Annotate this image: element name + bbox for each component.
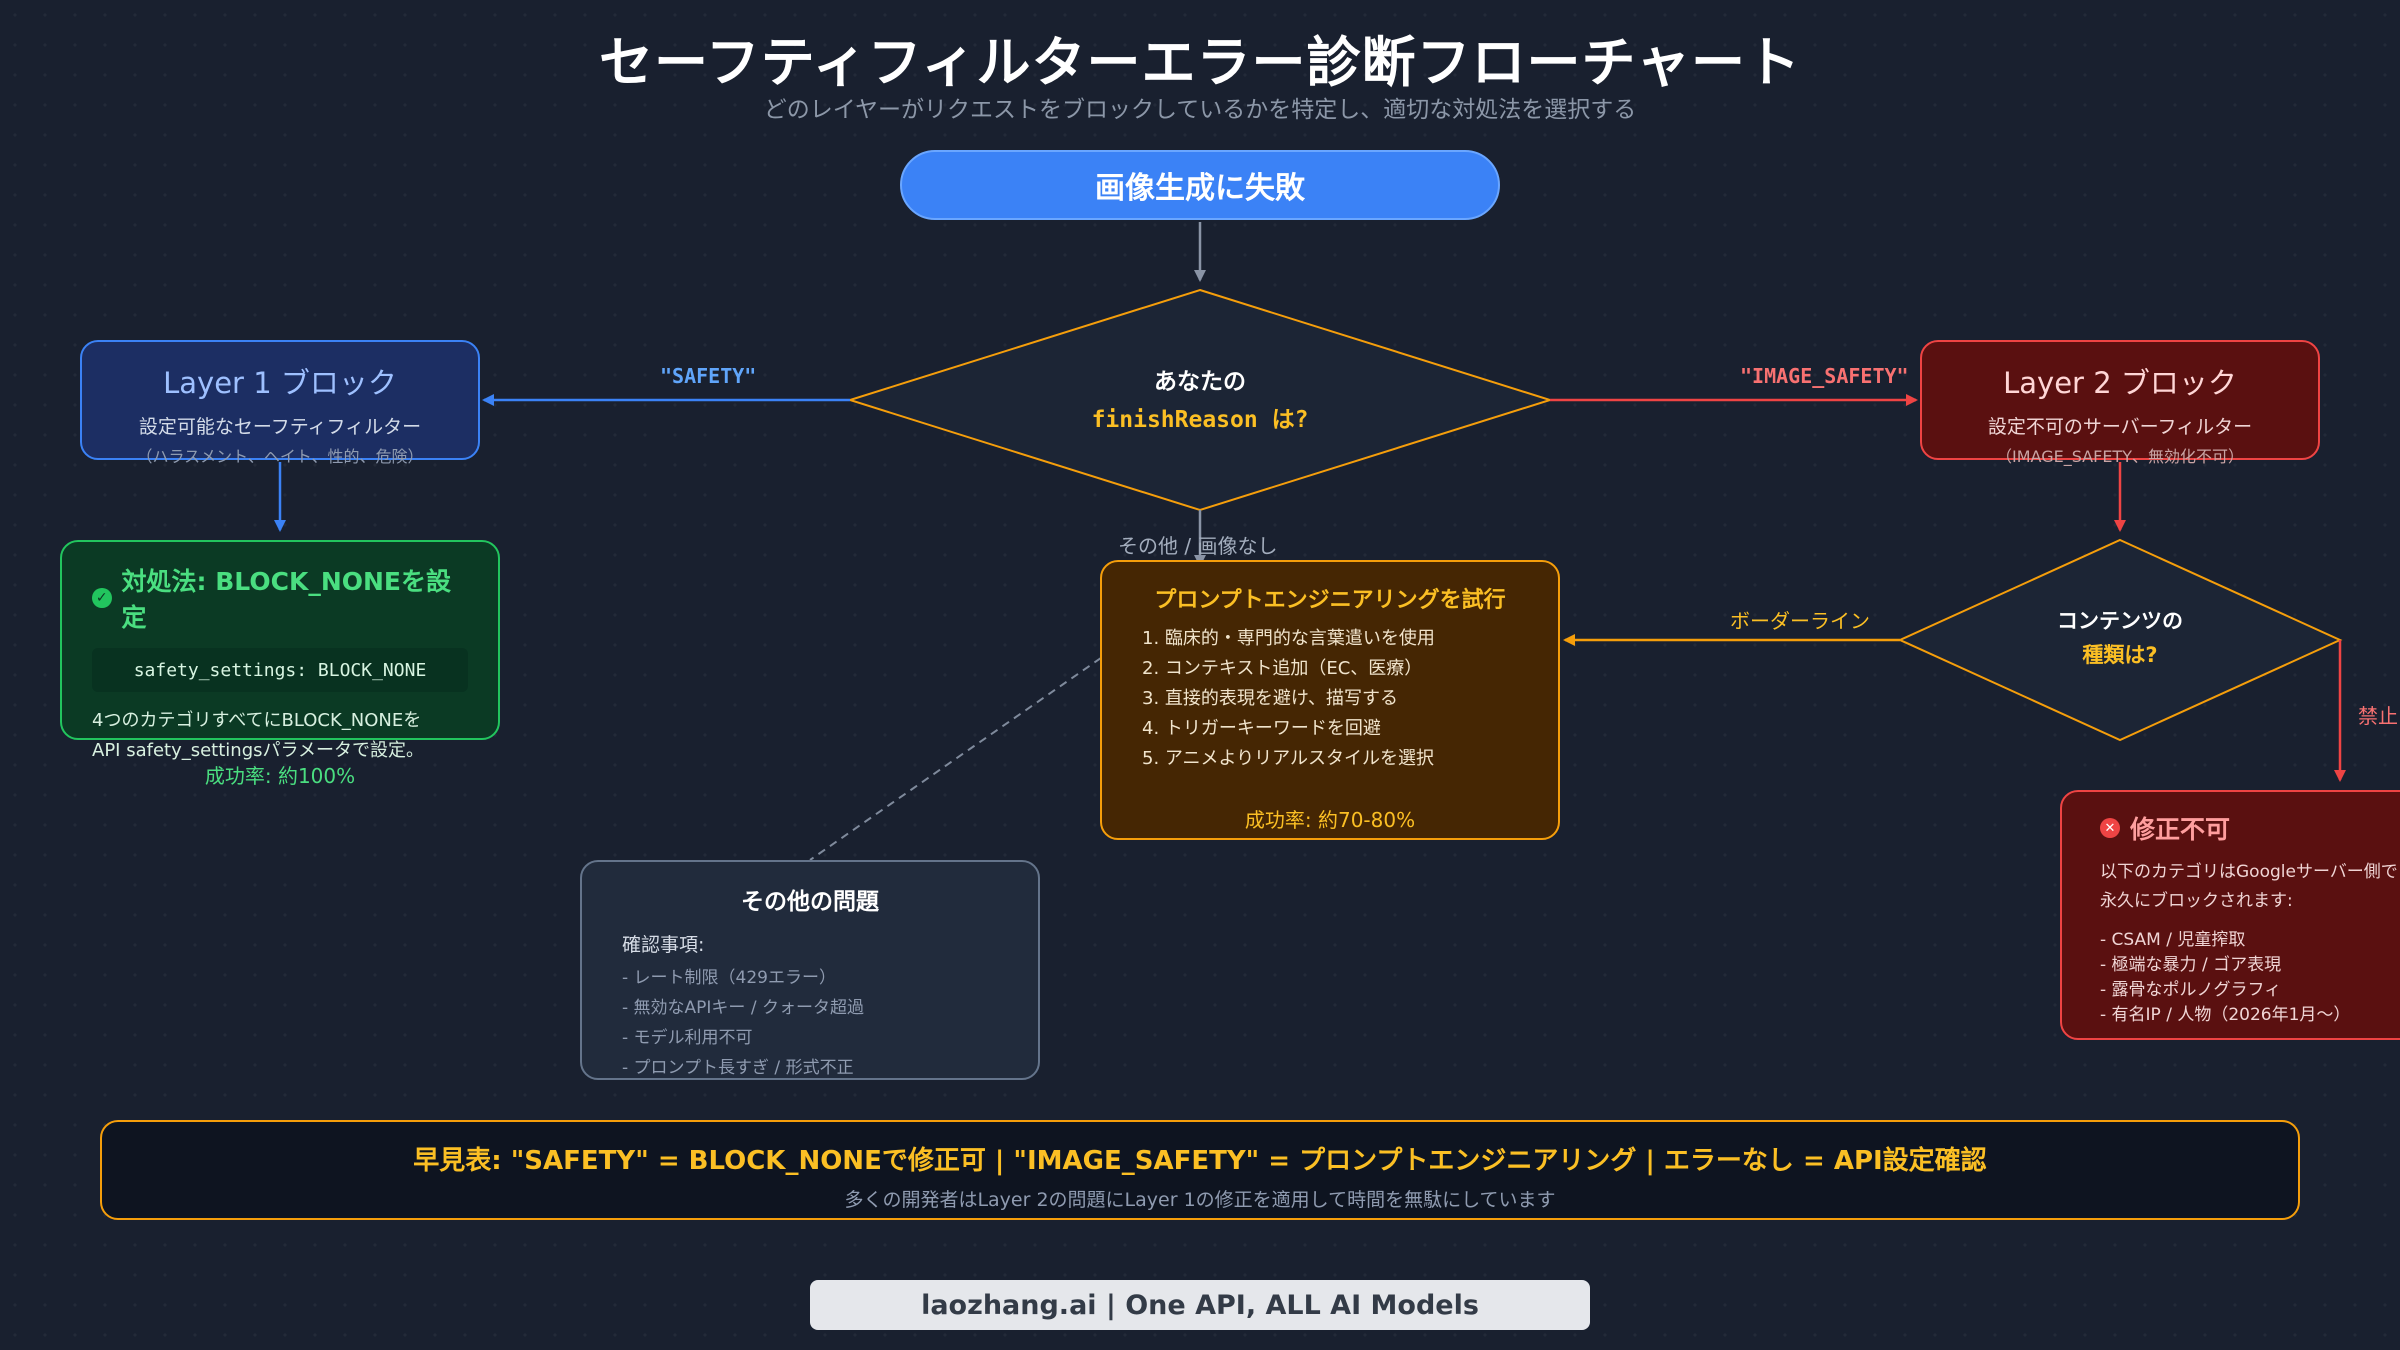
fix-description-line1: 4つのカテゴリすべてにBLOCK_NONEを [92,710,422,731]
edge-label-forbidden: 禁止 [2358,704,2398,728]
layer1-description: 設定可能なセーフティフィルター [138,416,422,438]
decision-content-type-line2: 種類は? [2082,643,2158,667]
no-fix-title-row: ✕ 修正不可 [2100,810,2400,846]
layer1-note: （ハラスメント、ヘイト、性的、危険） [136,447,424,466]
fix-code-snippet: safety_settings: BLOCK_NONE [92,648,468,692]
edge-label-other: その他 / 画像なし [1118,534,1278,558]
prompt-engineering-list: 1. 臨床的・専門的な言葉遣いを使用 2. コンテキスト追加（EC、医療） 3.… [1142,624,1518,774]
fix-description: 4つのカテゴリすべてにBLOCK_NONEを API safety_settin… [92,706,468,766]
prompt-engineering-title: プロンプトエンジニアリングを試行 [1154,588,1506,613]
list-item: - プロンプト長すぎ / 形式不正 [622,1058,854,1078]
list-item: 1. 臨床的・専門的な言葉遣いを使用 [1142,628,1435,649]
layer2-description: 設定不可のサーバーフィルター [1987,416,2253,438]
x-circle-icon: ✕ [2100,818,2120,838]
list-item: 3. 直接的表現を避け、描写する [1142,688,1398,709]
list-item: 4. トリガーキーワードを回避 [1142,718,1381,739]
layer2-note: （IMAGE_SAFETY、無効化不可） [1996,447,2244,466]
list-item: - 無効なAPIキー / クォータ超過 [622,998,864,1018]
layer2-title: Layer 2 ブロック [2003,366,2237,400]
fix-description-line2: API safety_settingsパラメータで設定。 [92,740,424,761]
page-title: セーフティフィルターエラー診断フローチャート [599,31,1801,94]
list-item: - 有名IP / 人物（2026年1月〜） [2100,1005,2351,1025]
edge-label-safety: "SAFETY" [660,364,757,388]
list-item: 2. コンテキスト追加（EC、医療） [1142,658,1423,679]
no-fix-description-line2: 永久にブロックされます: [2100,891,2293,911]
other-issues-heading: 確認事項: [622,934,705,956]
no-fix-description: 以下のカテゴリはGoogleサーバー側で 永久にブロックされます: [2100,858,2400,916]
no-fix-node: ✕ 修正不可 以下のカテゴリはGoogleサーバー側で 永久にブロックされます:… [2060,790,2400,1040]
fix-success-rate: 成功率: 約100% [204,764,356,788]
other-issues-list: - レート制限（429エラー） - 無効なAPIキー / クォータ超過 - モデ… [622,963,998,1083]
list-item: - レート制限（429エラー） [622,968,836,988]
other-issues-title: その他の問題 [741,889,879,915]
decision-finish-reason-line2: finishReason は? [1091,407,1309,433]
list-item: - モデル利用不可 [622,1028,753,1048]
no-fix-list: - CSAM / 児童搾取 - 極端な暴力 / ゴア表現 - 露骨なポルノグラフ… [2100,928,2400,1028]
prompt-engineering-success-rate: 成功率: 約70-80% [1244,808,1416,832]
other-issues-node: その他の問題 確認事項: - レート制限（429エラー） - 無効なAPIキー … [580,860,1040,1080]
quick-reference-banner: 早見表: "SAFETY" = BLOCK_NONEで修正可 | "IMAGE_… [100,1120,2300,1220]
decision-finish-reason-line1: あなたの [1154,369,1246,395]
start-node-label: 画像生成に失敗 [1095,171,1305,206]
fix-block-none-title: 対処法: BLOCK_NONEを設定 [121,567,451,632]
list-item: - CSAM / 児童搾取 [2100,930,2246,950]
brand-footer-label: laozhang.ai | One API, ALL AI Models [921,1289,1479,1321]
fix-block-none-title-row: ✓ 対処法: BLOCK_NONEを設定 [92,562,468,634]
page-subtitle: どのレイヤーがリクエストをブロックしているかを特定し、適切な対処法を選択する [763,97,1637,123]
prompt-engineering-node: プロンプトエンジニアリングを試行 1. 臨床的・専門的な言葉遣いを使用 2. コ… [1100,560,1560,840]
layer1-block-node: Layer 1 ブロック 設定可能なセーフティフィルター （ハラスメント、ヘイト… [80,340,480,466]
start-node: 画像生成に失敗 [900,150,1500,220]
no-fix-title: 修正不可 [2130,815,2231,844]
decision-content-type-line1: コンテンツの [2057,609,2183,633]
check-circle-icon: ✓ [92,588,112,608]
list-item: - 露骨なポルノグラフィ [2100,980,2282,1000]
decision-content-type-diamond [1897,538,2343,742]
layer2-block-node: Layer 2 ブロック 設定不可のサーバーフィルター （IMAGE_SAFET… [1920,340,2320,466]
decision-finish-reason-text: あなたの finishReason は? [960,362,1440,434]
quick-reference-title: 早見表: "SAFETY" = BLOCK_NONEで修正可 | "IMAGE_… [413,1146,1987,1176]
layer1-title: Layer 1 ブロック [163,366,397,400]
decision-content-type-text: コンテンツの 種類は? [1960,605,2280,669]
list-item: 5. アニメよりリアルスタイルを選択 [1142,748,1434,769]
fix-block-none-node: ✓ 対処法: BLOCK_NONEを設定 safety_settings: BL… [60,540,500,788]
quick-reference-subtitle: 多くの開発者はLayer 2の問題にLayer 1の修正を適用して時間を無駄にし… [844,1189,1556,1211]
list-item: - 極端な暴力 / ゴア表現 [2100,955,2282,975]
edge-label-image-safety: "IMAGE_SAFETY" [1740,364,1909,388]
brand-footer: laozhang.ai | One API, ALL AI Models [810,1280,1590,1330]
no-fix-description-line1: 以下のカテゴリはGoogleサーバー側で [2100,862,2398,882]
edge-label-borderline: ボーダーライン [1730,609,1870,633]
